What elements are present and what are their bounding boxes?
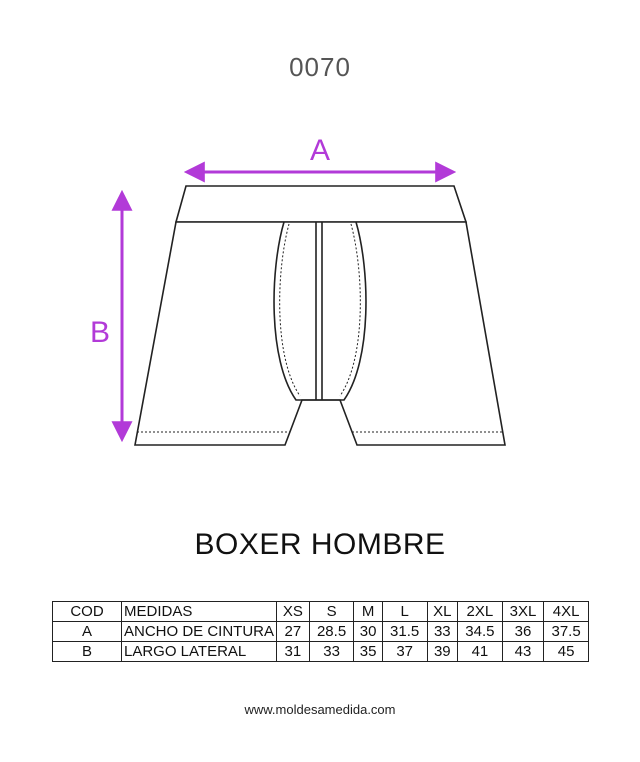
header-cell: S [308,601,355,622]
table-cell: 31 [276,641,310,662]
waistband [174,185,468,223]
header-cell: 4XL [543,601,589,622]
table-cell: 37.5 [543,621,589,642]
table-cell: LARGO LATERAL [120,641,278,662]
table-cell: B [52,641,122,662]
table-cell: ANCHO DE CINTURA [120,621,278,642]
header-cell: 3XL [501,601,545,622]
size-table: COD MEDIDAS XS S M L XL 2XL 3XL 4XL A AN… [52,601,589,662]
header-cell: 2XL [457,601,503,622]
header-cell: XS [276,601,310,622]
boxer-illustration: A B [90,134,506,446]
table-cell: 30 [353,621,383,642]
header-cell: MEDIDAS [120,601,278,622]
table-cell: 27 [276,621,310,642]
table-cell: A [52,621,122,642]
boxer-body [134,221,506,446]
table-cell: 37 [381,641,428,662]
dimension-label-b: B [90,316,110,349]
dimension-label-a: A [310,134,330,167]
website-footer: www.moldesamedida.com [244,702,396,717]
table-cell: 34.5 [457,621,503,642]
table-cell: 41 [457,641,503,662]
product-title: BOXER HOMBRE [194,528,446,561]
front-pouch [273,221,367,401]
table-cell: 39 [426,641,459,662]
table-cell: 35 [353,641,383,662]
table-cell: 36 [501,621,545,642]
header-cell: L [381,601,428,622]
table-cell: 33 [426,621,459,642]
table-cell: 33 [308,641,355,662]
header-cell: XL [426,601,459,622]
table-row: A ANCHO DE CINTURA 27 28.5 30 31.5 33 34… [52,621,589,642]
table-cell: 45 [543,641,589,662]
header-cell: M [353,601,383,622]
table-cell: 43 [501,641,545,662]
table-cell: 28.5 [308,621,355,642]
pattern-code: 0070 [289,52,351,82]
table-cell: 31.5 [381,621,428,642]
table-header-row: COD MEDIDAS XS S M L XL 2XL 3XL 4XL [52,601,589,622]
boxer-outline [134,185,506,446]
header-cell: COD [52,601,122,622]
table-row: B LARGO LATERAL 31 33 35 37 39 41 43 45 [52,641,589,662]
